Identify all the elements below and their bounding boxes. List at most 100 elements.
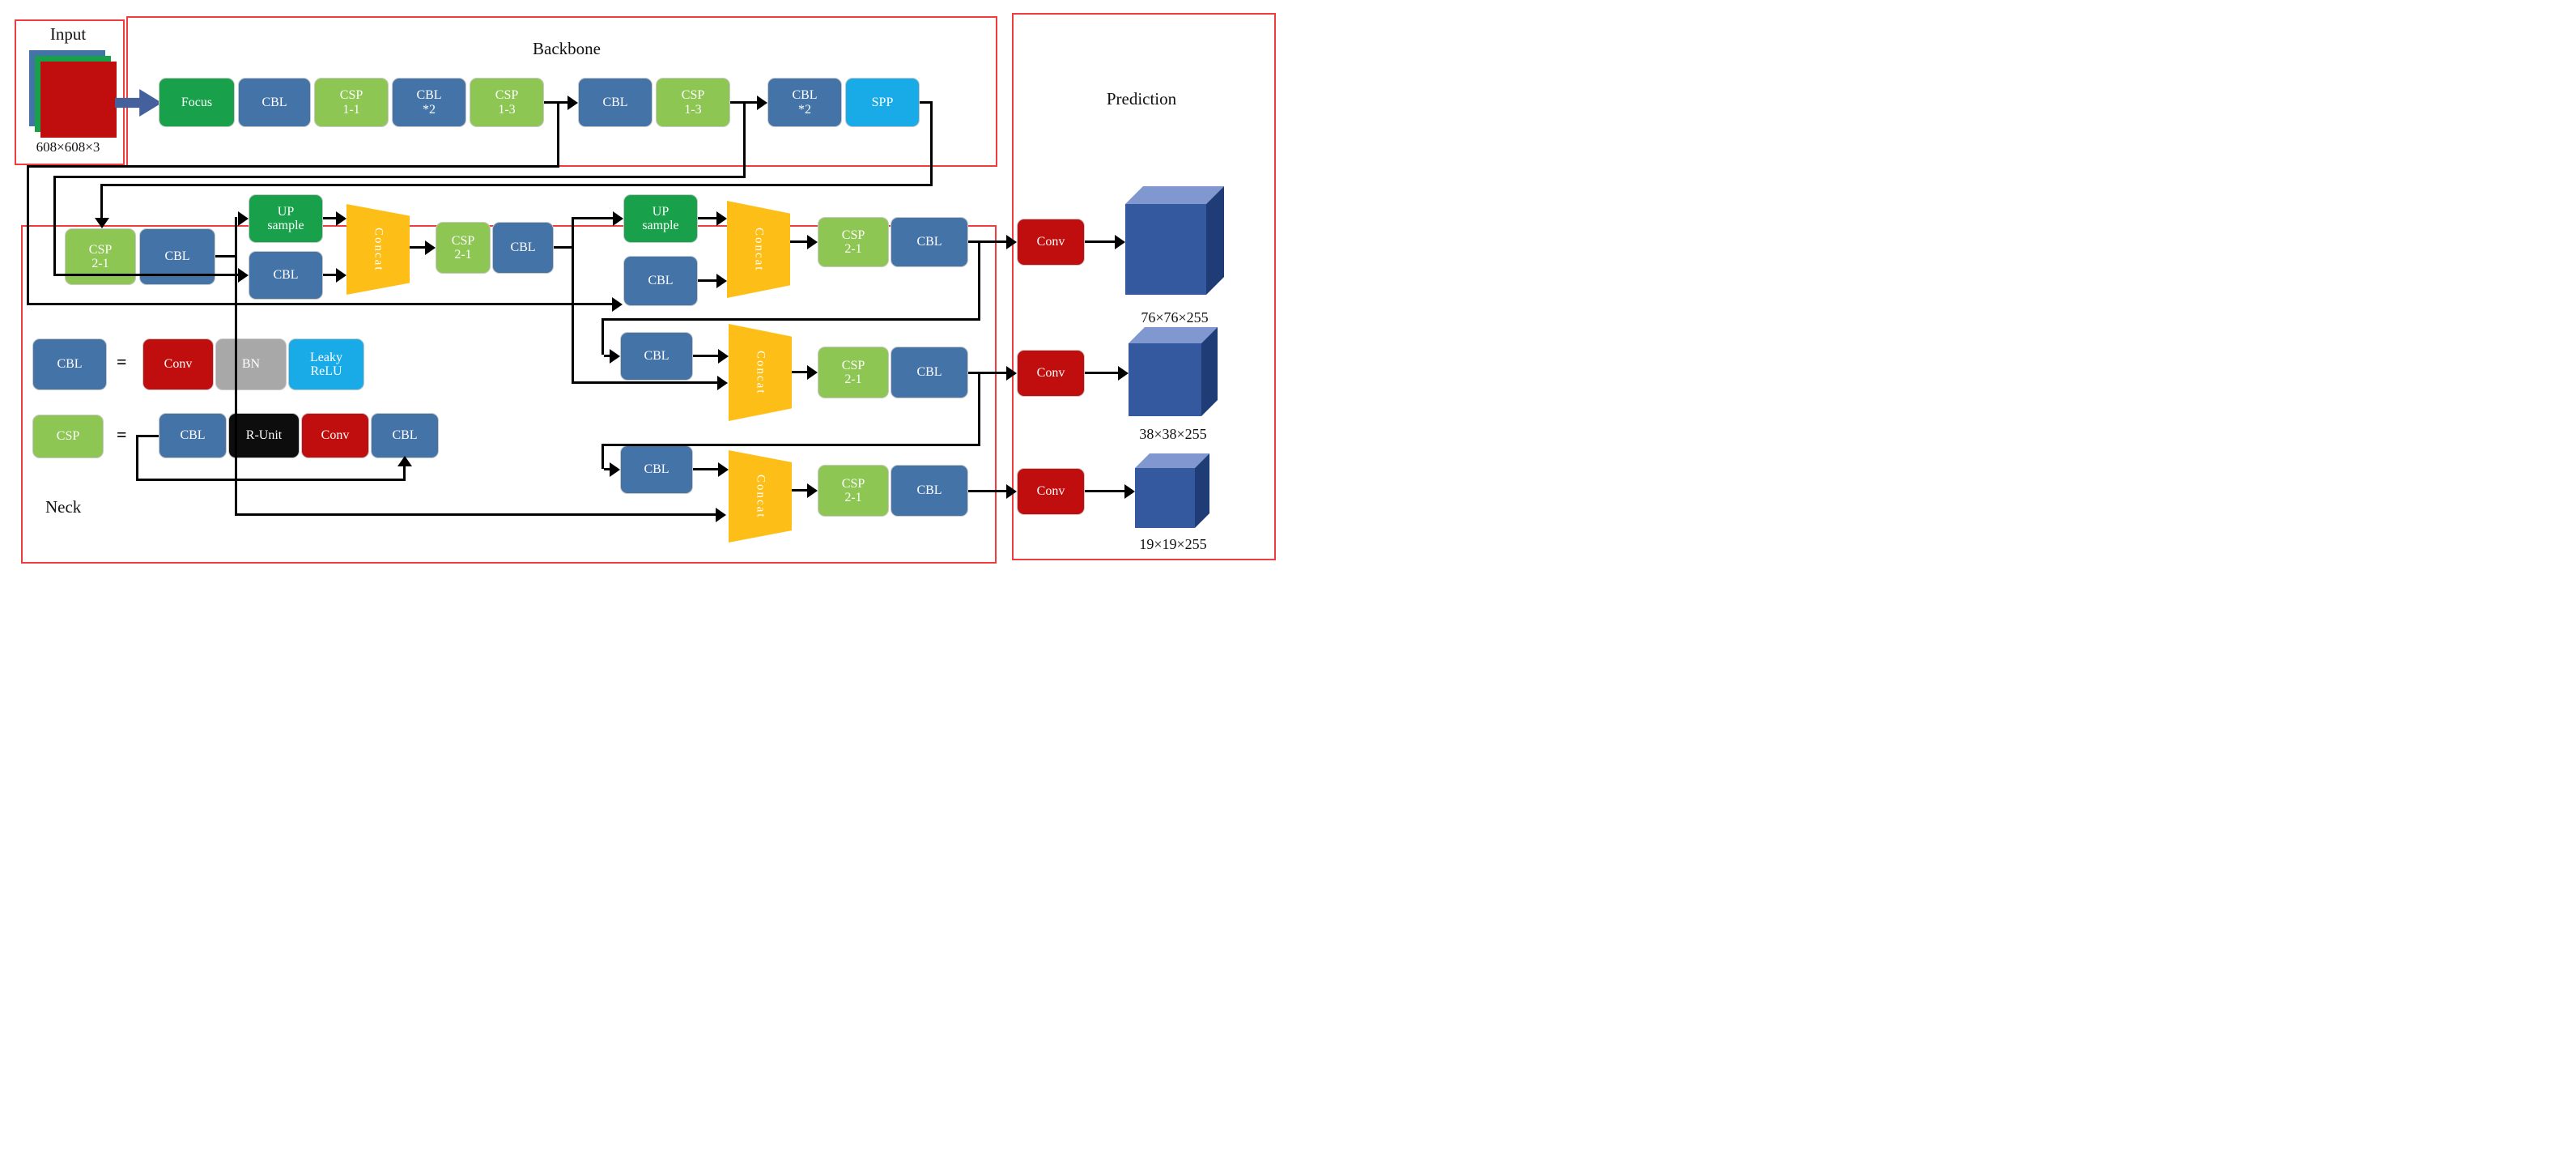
prediction-section-title: Prediction bbox=[1106, 89, 1177, 109]
wire bbox=[601, 321, 604, 355]
input-section-title: Input bbox=[49, 24, 87, 44]
cube-side-face bbox=[1195, 453, 1209, 528]
wire bbox=[410, 246, 425, 249]
arrowhead bbox=[716, 274, 727, 288]
block-upsample: UP sample bbox=[623, 194, 698, 243]
wire bbox=[27, 303, 613, 305]
wire bbox=[53, 176, 746, 178]
block-csp-2-1: CSP 2-1 bbox=[436, 222, 491, 274]
input-image-red-layer bbox=[40, 62, 117, 138]
concat-label: Concat bbox=[752, 227, 766, 272]
wire bbox=[53, 274, 238, 276]
output-label-76: 76×76×255 bbox=[1141, 309, 1209, 326]
wire bbox=[235, 513, 716, 516]
arrowhead bbox=[718, 349, 729, 364]
wire bbox=[235, 217, 237, 257]
block-conv: Conv bbox=[1017, 219, 1085, 266]
wire bbox=[136, 435, 159, 437]
wire bbox=[572, 217, 574, 249]
architecture-diagram: Input Backbone Prediction Neck 608×608×3… bbox=[0, 0, 1288, 575]
arrowhead bbox=[95, 218, 109, 228]
block-cbl: CBL bbox=[620, 332, 693, 381]
cube-front-face bbox=[1129, 343, 1201, 416]
legend-equals: = bbox=[117, 351, 127, 372]
wire bbox=[930, 103, 933, 186]
wire bbox=[323, 217, 336, 219]
wire bbox=[693, 468, 718, 470]
prediction-section-frame bbox=[1012, 13, 1276, 560]
wire bbox=[792, 371, 807, 373]
block-cbl: CBL bbox=[238, 78, 311, 127]
arrowhead bbox=[807, 365, 818, 380]
wire bbox=[730, 101, 757, 104]
block-concat: Concat bbox=[727, 201, 790, 298]
wire bbox=[1085, 240, 1115, 243]
wire bbox=[601, 444, 980, 446]
arrowhead bbox=[1006, 366, 1017, 381]
arrowhead bbox=[716, 508, 726, 522]
arrowhead bbox=[1006, 484, 1017, 499]
cube-top-face bbox=[1135, 453, 1209, 468]
block-cbl: CBL bbox=[578, 78, 653, 127]
wire bbox=[698, 279, 716, 282]
arrowhead bbox=[718, 462, 729, 477]
arrowhead bbox=[397, 456, 412, 466]
arrowhead bbox=[238, 211, 249, 226]
block-cbl: CBL bbox=[249, 251, 323, 300]
block-csp-1-1: CSP 1-1 bbox=[314, 78, 389, 127]
block-focus: Focus bbox=[159, 78, 235, 127]
arrowhead bbox=[1115, 235, 1125, 249]
legend-r-unit: R-Unit bbox=[228, 413, 300, 458]
block-csp-2-1: CSP 2-1 bbox=[818, 465, 889, 517]
wire bbox=[920, 101, 933, 104]
wire bbox=[604, 468, 610, 470]
cube-side-face bbox=[1201, 327, 1218, 416]
output-label-38: 38×38×255 bbox=[1139, 426, 1207, 442]
block-upsample: UP sample bbox=[249, 194, 323, 243]
block-concat: Concat bbox=[729, 324, 792, 421]
block-concat: Concat bbox=[346, 204, 410, 295]
block-cbl-x2: CBL *2 bbox=[392, 78, 466, 127]
arrowhead bbox=[425, 240, 436, 255]
wire bbox=[601, 318, 980, 321]
arrowhead bbox=[1124, 484, 1135, 499]
wire bbox=[53, 178, 56, 275]
wire bbox=[403, 466, 406, 481]
wire bbox=[693, 355, 718, 357]
input-dims-label: 608×608×3 bbox=[36, 139, 100, 155]
legend-cbl: CBL bbox=[32, 338, 107, 390]
block-cbl: CBL bbox=[623, 256, 698, 306]
wire bbox=[27, 165, 559, 168]
arrowhead bbox=[567, 96, 578, 110]
arrowhead bbox=[336, 268, 346, 283]
concat-label: Concat bbox=[754, 474, 767, 519]
block-conv: Conv bbox=[1017, 468, 1085, 515]
wire bbox=[557, 103, 559, 168]
wire bbox=[792, 489, 807, 492]
wire bbox=[27, 168, 29, 305]
wire bbox=[1085, 372, 1118, 374]
wire bbox=[978, 374, 980, 445]
legend-cbl: CBL bbox=[159, 413, 227, 458]
wire bbox=[572, 381, 717, 384]
block-spp: SPP bbox=[845, 78, 920, 127]
legend-conv: Conv bbox=[301, 413, 369, 458]
wire bbox=[136, 436, 138, 481]
wire bbox=[1085, 490, 1124, 492]
arrowhead bbox=[238, 268, 249, 283]
arrowhead bbox=[716, 211, 727, 226]
arrowhead bbox=[613, 211, 623, 226]
wire bbox=[978, 243, 980, 320]
arrowhead bbox=[336, 211, 346, 226]
block-csp-2-1: CSP 2-1 bbox=[818, 347, 889, 398]
wire bbox=[323, 274, 336, 276]
block-concat: Concat bbox=[729, 450, 792, 543]
output-label-19: 19×19×255 bbox=[1139, 536, 1207, 552]
legend-leaky-relu: Leaky ReLU bbox=[288, 338, 364, 390]
wire bbox=[100, 186, 103, 219]
input-section-frame bbox=[15, 19, 125, 165]
wire bbox=[698, 217, 716, 219]
legend-bn: BN bbox=[215, 338, 287, 390]
wire bbox=[544, 101, 567, 104]
arrowhead bbox=[610, 349, 620, 364]
